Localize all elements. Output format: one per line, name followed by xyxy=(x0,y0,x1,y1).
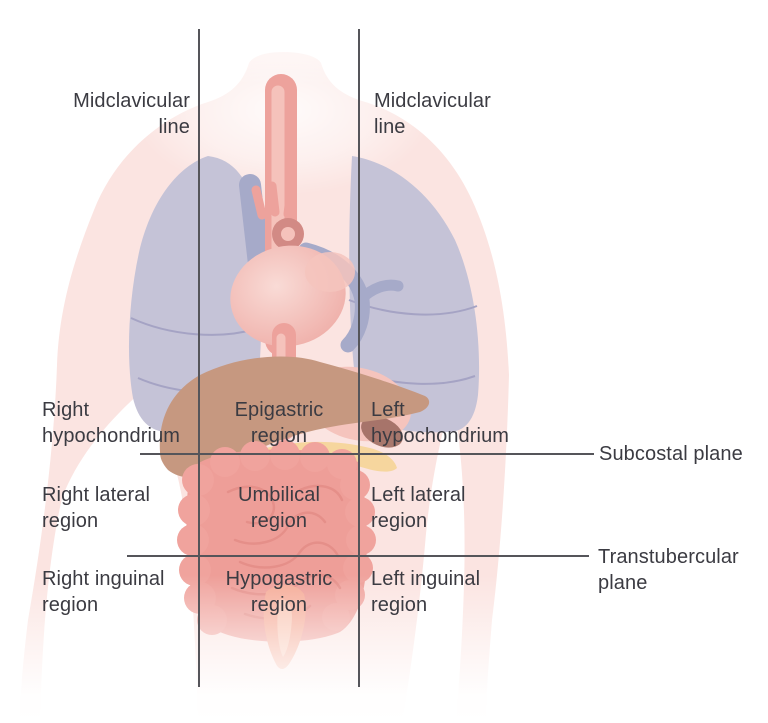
midclavicular-line-right xyxy=(358,29,360,687)
label-transtubercular-plane: Transtubercular plane xyxy=(598,546,739,594)
aortic-arch-ring-inner xyxy=(281,227,295,241)
label-left-lateral: Left lateral region xyxy=(371,484,466,532)
label-hypogastric: Hypogastric region xyxy=(225,568,333,616)
bottom-fade xyxy=(0,575,768,723)
label-right-lateral: Right lateral region xyxy=(42,484,151,532)
arch-branches xyxy=(251,181,296,220)
right-lung xyxy=(128,156,262,432)
vena-cava xyxy=(239,174,270,275)
label-right-hypochondrium: Right hypochondrium xyxy=(42,399,181,447)
transtubercular-plane-line xyxy=(127,555,589,557)
heart-atrium xyxy=(305,252,355,292)
label-epigastric: Epigastric region xyxy=(234,399,324,447)
left-lung xyxy=(349,156,480,433)
label-left-hypochondrium: Left hypochondrium xyxy=(371,399,510,447)
subcostal-plane-line xyxy=(140,453,594,455)
spleen xyxy=(361,416,403,448)
label-right-inguinal: Right inguinal region xyxy=(42,568,165,616)
label-subcostal-plane: Subcostal plane xyxy=(599,443,743,465)
label-midclavicular-right: Midclavicular line xyxy=(374,90,491,138)
label-midclavicular-left: Midclavicular line xyxy=(73,90,190,138)
label-left-inguinal: Left inguinal region xyxy=(371,568,481,616)
top-soft-edge xyxy=(0,40,768,85)
label-umbilical: Umbilical region xyxy=(237,484,321,532)
midclavicular-line-left xyxy=(198,29,200,687)
pulmonary-branch xyxy=(354,279,404,306)
